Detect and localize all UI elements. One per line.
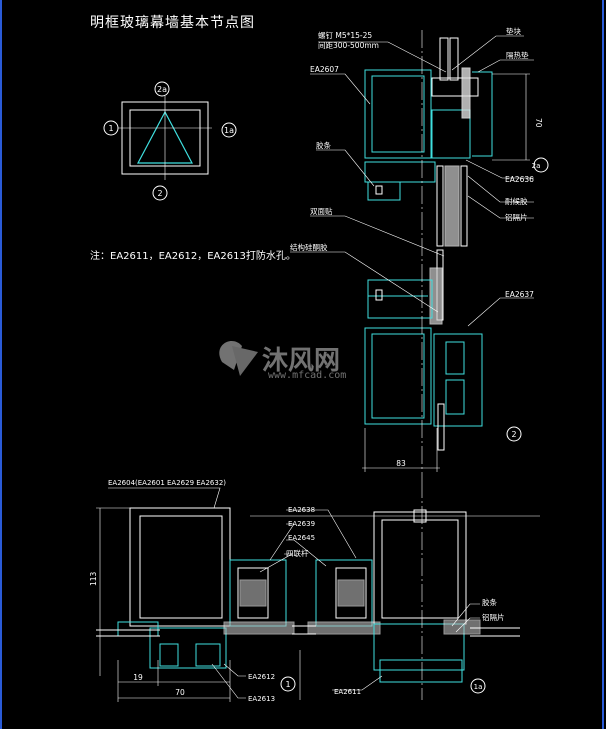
label-ea2612: EA2612 [248, 673, 275, 681]
key-mark-2a: 2a [157, 85, 167, 94]
label-insulation-strip-b: 铝隔片 [482, 612, 505, 622]
label-structural-sealant: 结构硅酮胶 [290, 242, 328, 252]
label-strip-b: 胶条 [482, 597, 497, 607]
section-mark-1a: 1a [474, 683, 483, 691]
label-ea2639: EA2639 [288, 520, 315, 528]
dim-70b: 70 [175, 688, 185, 697]
horizontal-section [96, 480, 540, 702]
label-ea2636: EA2636 [505, 175, 534, 184]
vertical-section [290, 30, 549, 480]
label-screw: 螺钉 M5*15-25 [318, 30, 372, 40]
label-spacing: 间距300-500mm [318, 41, 379, 50]
label-weather-sealant: 耐候胶 [505, 196, 528, 206]
label-pad: 垫块 [506, 26, 521, 36]
key-plan [103, 81, 237, 201]
watermark-brand: 沐风网 [262, 346, 341, 376]
dim-70: 70 [534, 118, 543, 128]
watermark-logo [219, 340, 258, 376]
label-ea2611: EA2611 [334, 688, 361, 696]
dim-113: 113 [89, 571, 98, 586]
watermark-url: www.mfcad.com [268, 370, 347, 381]
label-connector: 四联杆 [286, 548, 309, 558]
label-ea2645: EA2645 [288, 534, 315, 542]
label-strip: 胶条 [316, 140, 331, 150]
label-double-tape: 双面贴 [310, 206, 333, 216]
label-insulation-strip: 铝隔片 [505, 212, 528, 222]
drawing-note: 注：EA2611，EA2612，EA2613打防水孔。 [90, 251, 296, 262]
dim-19: 19 [133, 673, 143, 682]
label-insulation-pad: 隔热垫 [506, 50, 529, 60]
label-ea2613: EA2613 [248, 695, 275, 703]
section-mark-1: 1 [285, 680, 290, 689]
key-mark-1a: 1a [224, 126, 234, 135]
section-mark-2: 2 [511, 430, 516, 439]
label-ea2638: EA2638 [288, 506, 315, 514]
section-mark-2a: 2a [532, 162, 541, 170]
key-mark-2: 2 [157, 189, 162, 198]
drawing-title: 明框玻璃幕墙基本节点图 [90, 15, 255, 31]
dim-83: 83 [396, 459, 406, 468]
label-ea2607: EA2607 [310, 65, 339, 74]
label-ea2604: EA2604(EA2601 EA2629 EA2632) [108, 479, 226, 487]
key-mark-1: 1 [108, 124, 113, 133]
label-ea2637: EA2637 [505, 290, 534, 299]
